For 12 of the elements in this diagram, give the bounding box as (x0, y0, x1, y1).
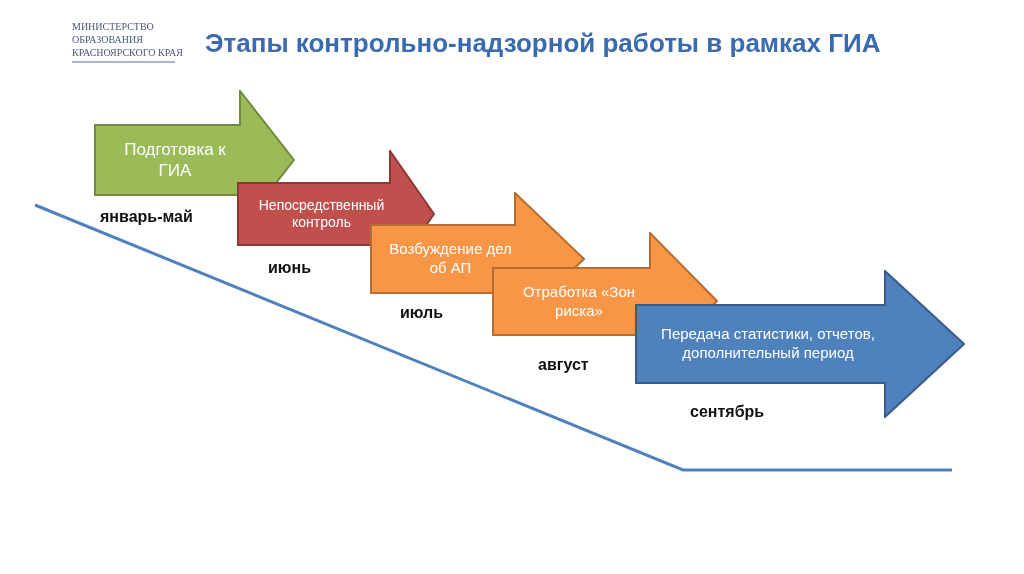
month-label: январь-май (100, 208, 193, 226)
month-label: сентябрь (690, 403, 765, 421)
stage-label: Передача статистики, отчетов, дополнительный период (660, 325, 876, 363)
slide-title: Этапы контрольно-надзорной работы в рамках ГИА (205, 28, 881, 59)
month-label: июль (400, 304, 444, 322)
stage-label: Возбуждение дел об АП (388, 240, 513, 278)
stage-label: Отработка «Зон риска» (521, 282, 637, 321)
stage-label: Подготовка к ГИА (123, 138, 227, 182)
ministry-name: МИНИСТЕРСТВО ОБРАЗОВАНИЯ КРАСНОЯРСКОГО КРАЯ (72, 20, 184, 59)
month-label: август (538, 356, 589, 374)
month-label: июнь (268, 259, 311, 277)
stage-label: Непосредственный контроль (257, 196, 386, 232)
